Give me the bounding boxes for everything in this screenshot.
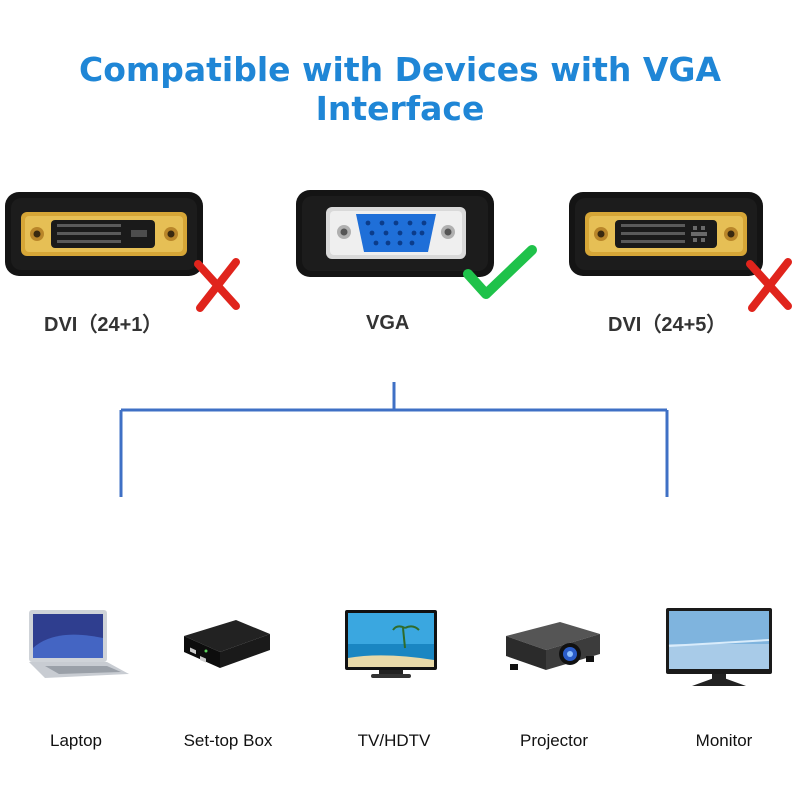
port-label-dvi-24-1: DVI（24+1） — [44, 314, 163, 336]
device-label-set-top-box: Set-top Box — [183, 731, 273, 750]
device-label-laptop: Laptop — [50, 731, 102, 750]
green-check-icon — [463, 245, 537, 299]
dvi-24-1-connector-icon — [5, 192, 203, 276]
laptop-icon — [29, 610, 129, 678]
red-cross-icon — [194, 258, 240, 312]
device-label-tv-hdtv: TV/HDTV — [357, 731, 431, 750]
projector-icon — [506, 622, 600, 670]
device-label-projector: Projector — [519, 731, 589, 750]
port-label-vga: VGA — [366, 312, 410, 334]
device-label-monitor: Monitor — [695, 731, 753, 750]
monitor-icon — [666, 608, 772, 686]
port-label-dvi-24-5: DVI（24+5） — [608, 314, 727, 336]
dvi-24-5-connector-icon — [569, 192, 763, 276]
tv-icon — [345, 610, 437, 678]
page-title: Compatible with Devices with VGA Interfa… — [78, 50, 721, 128]
vga-connector-icon — [296, 190, 494, 277]
red-cross-icon — [746, 258, 792, 312]
set-top-box-icon — [184, 620, 270, 668]
